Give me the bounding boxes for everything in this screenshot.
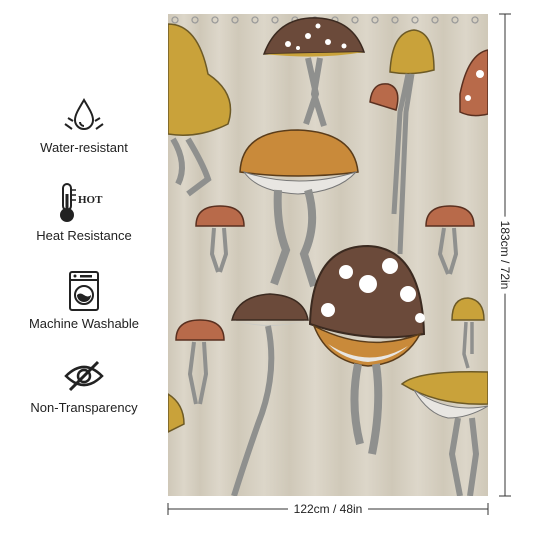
thermometer-icon (60, 183, 76, 222)
hot-badge: HOT (78, 194, 103, 206)
feature-label: Non-Transparency (30, 400, 138, 415)
mushroom-top-right-pair (369, 29, 488, 255)
mushroom-yellow-small-right (451, 297, 485, 369)
height-label: 183cm / 72in (498, 216, 512, 294)
water-drop-icon (64, 98, 104, 130)
feature-label: Water-resistant (40, 140, 128, 155)
feature-label: Machine Washable (28, 316, 140, 331)
feature-heat-resistance: HOT Heat Resistance (0, 182, 168, 243)
mushroom-brown-spotted-large (308, 244, 426, 455)
shower-curtain-illustration (168, 14, 488, 496)
feature-water-resistant: Water-resistant (0, 96, 168, 155)
mushroom-left-edge-partial (168, 393, 185, 433)
mushroom-brown-spotted-top (262, 17, 366, 127)
mushroom-top-left (168, 23, 232, 197)
mushroom-rust-small-left (195, 205, 245, 273)
mushroom-rust-small-right (425, 205, 475, 275)
feature-label: Heat Resistance (36, 228, 132, 243)
mushroom-yellow-flat-bottom-right (400, 371, 488, 496)
mushroom-rust-small-bottom-left (175, 319, 225, 405)
width-dimension: 122cm / 48in (168, 498, 488, 516)
washing-machine-icon (69, 271, 99, 311)
height-dimension: 183cm / 72in (480, 14, 530, 496)
mushroom-gray-tall (231, 293, 309, 496)
feature-non-transparency: Non-Transparency (0, 356, 168, 415)
width-label: 122cm / 48in (287, 502, 369, 516)
feature-machine-washable: Machine Washable (0, 270, 168, 331)
mushroom-orange-center (239, 129, 359, 288)
eye-slash-icon (64, 360, 104, 392)
